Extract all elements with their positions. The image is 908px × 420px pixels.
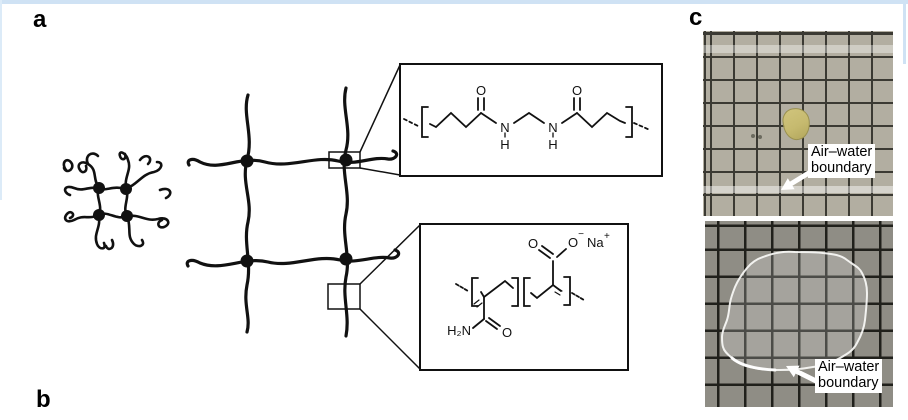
label-line2: boundary [818, 374, 879, 391]
page-border-top [0, 0, 908, 4]
air-water-boundary-label: Air–water boundary [815, 359, 883, 394]
sodium-ion: Na [587, 235, 604, 250]
swollen-gel-outline [720, 250, 869, 372]
panel-c-label: c [689, 4, 703, 31]
crosslinker-atom-labels: O O N N H H [476, 83, 582, 152]
atom-o-amide: O [502, 325, 512, 340]
atom-h-left: H [500, 137, 509, 152]
label-line2: boundary [811, 159, 872, 176]
swollen-gel-overlay-svg [720, 250, 869, 384]
air-water-boundary-line [703, 186, 893, 193]
polymer-coil-drawing [62, 151, 172, 251]
atom-h-right: H [548, 137, 557, 152]
atom-o-carbonyl: O [528, 236, 538, 251]
annotation-arrow-top-svg [781, 168, 814, 190]
atom-n-right: N [548, 120, 557, 135]
atom-n-left: N [500, 120, 509, 135]
atom-o-right: O [572, 83, 582, 98]
network-chains [185, 86, 401, 338]
copolymer-structure [455, 245, 585, 330]
panel-a-label: a [33, 6, 47, 33]
arrow-to-boundary [786, 365, 818, 384]
charge-minus: − [578, 229, 584, 240]
photo-swollen-gel-on-graph-paper: Air–water boundary [705, 221, 893, 407]
water-line-upper [703, 45, 893, 53]
chain-zoom-marker [327, 283, 361, 310]
debris-speck [751, 134, 755, 138]
polymer-network-schematic: O O N N H H [62, 63, 663, 371]
group-h2n: H₂N [447, 323, 471, 338]
photo-dry-gel-on-graph-paper: Air–water boundary [703, 31, 893, 216]
atom-o-left: O [476, 83, 486, 98]
page-border-right [903, 0, 906, 64]
coil-crosslink-dots [93, 182, 133, 222]
atom-o-anionic: O [568, 235, 578, 250]
copolymer-atom-labels: H₂N O O O − Na + [447, 229, 610, 340]
callout-lines [359, 64, 421, 370]
page-border-left [0, 0, 2, 200]
crosslink-zoom-marker [328, 151, 361, 169]
network-crosslink-dots [240, 153, 353, 268]
arrow-to-boundary [781, 168, 814, 190]
charge-plus: + [604, 231, 610, 242]
label-line1: Air–water [818, 359, 880, 375]
label-line1: Air–water [811, 144, 873, 160]
gel-edge-highlight [730, 356, 777, 372]
crosslinker-structure [403, 97, 651, 138]
air-water-boundary-label: Air–water boundary [808, 144, 876, 179]
crosslinker-structure-box [399, 63, 663, 177]
panel-b-label: b [36, 386, 51, 413]
